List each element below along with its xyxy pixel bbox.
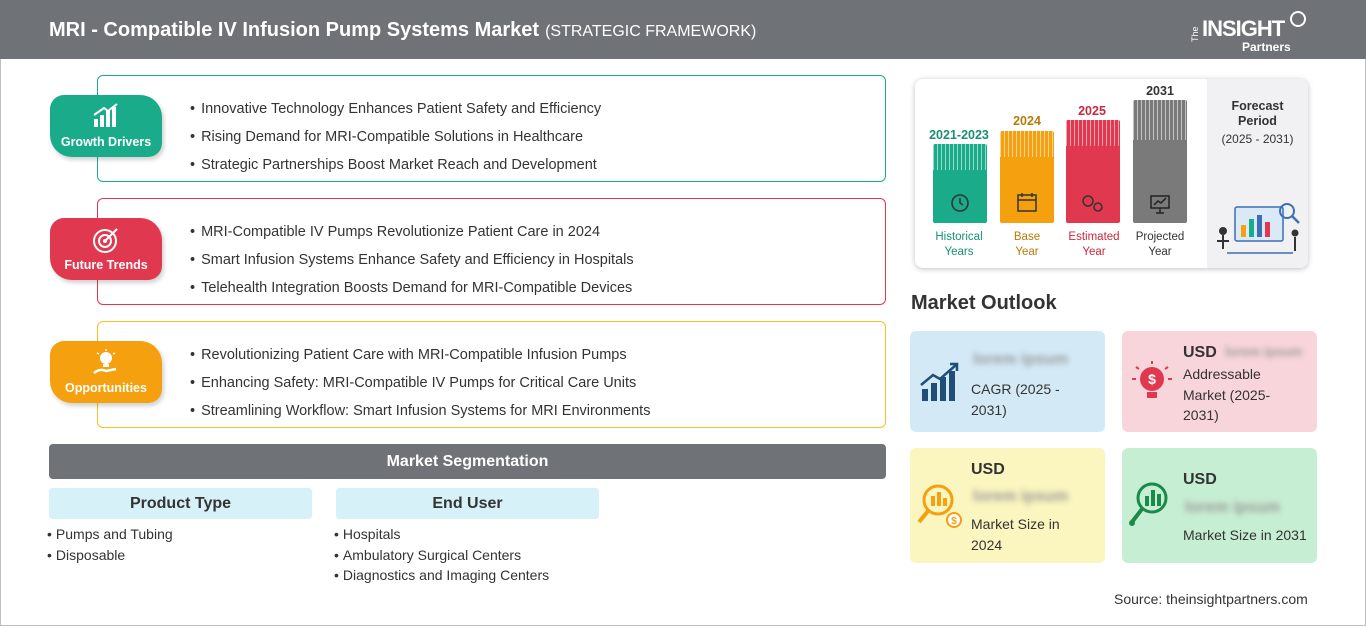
list-item: Streamlining Workflow: Smart Infusion Sy…: [190, 397, 650, 425]
svg-text:$: $: [951, 516, 957, 527]
source-credit: Source: theinsightpartners.com: [1114, 591, 1308, 607]
segment-heading-product-type: Product Type: [49, 488, 312, 519]
forecast-period-label: Period: [1238, 114, 1277, 128]
bar-historical: [933, 144, 987, 223]
market-size-2031-currency: USD: [1183, 471, 1217, 488]
growth-drivers-list: Innovative Technology Enhances Patient S…: [190, 95, 601, 179]
target-icon: [93, 228, 118, 253]
market-size-2024-currency: USD: [971, 461, 1005, 478]
growth-chart-icon: [93, 103, 118, 127]
page-title: MRI - Compatible IV Infusion Pump System…: [49, 19, 757, 41]
opportunities-box: Revolutionizing Patient Care with MRI-Co…: [97, 321, 886, 428]
end-user-list: Hospitals Ambulatory Surgical Centers Di…: [334, 524, 549, 586]
list-item: MRI-Compatible IV Pumps Revolutionize Pa…: [190, 218, 634, 246]
year-label-base: 2024: [1013, 114, 1041, 128]
analytics-illustration-icon: [1217, 203, 1300, 254]
year-label-projected: 2031: [1146, 84, 1174, 98]
future-trends-list: MRI-Compatible IV Pumps Revolutionize Pa…: [190, 218, 634, 302]
list-item: Rising Demand for MRI-Compatible Solutio…: [190, 123, 601, 151]
presentation-icon: [1150, 195, 1170, 214]
list-item: Strategic Partnerships Boost Market Reac…: [190, 151, 601, 179]
lightbulb-hand-icon: [93, 349, 117, 374]
segmentation-title: Market Segmentation: [49, 444, 886, 479]
calendar-icon: [1017, 193, 1037, 212]
list-item: Hospitals: [334, 524, 549, 545]
opportunities-list: Revolutionizing Patient Care with MRI-Co…: [190, 341, 650, 425]
badge-label: Future Trends: [64, 258, 148, 272]
list-item: Smart Infusion Systems Enhance Safety an…: [190, 246, 634, 274]
list-item: Ambulatory Surgical Centers: [334, 545, 549, 566]
bar-growth-icon: [920, 362, 959, 401]
magnifier-chart-icon: [1129, 482, 1168, 526]
magnifier-dollar-icon: $: [917, 484, 962, 528]
market-size-2024-value: lorem ipsum: [973, 488, 1069, 505]
year-label-estimated: 2025: [1078, 104, 1106, 118]
dollar-bulb-icon: $: [1132, 361, 1172, 398]
addressable-market-value: lorem ipsum: [1225, 344, 1303, 359]
bar-base: [1000, 131, 1054, 223]
future-trends-badge: Future Trends: [50, 218, 162, 280]
svg-text:$: $: [1148, 371, 1156, 387]
list-item: Disposable: [47, 545, 173, 566]
bar-estimated: [1066, 120, 1120, 223]
opportunities-badge: Opportunities: [50, 341, 162, 403]
market-size-2031-caption: Market Size in 2031: [1183, 527, 1307, 543]
growth-drivers-badge: Growth Drivers: [50, 95, 162, 157]
addressable-market-currency: USD: [1183, 344, 1217, 361]
cagr-value: lorem ipsum: [973, 351, 1069, 368]
segment-heading-end-user: End User: [336, 488, 599, 519]
list-item: Telehealth Integration Boosts Demand for…: [190, 274, 634, 302]
history-icon: [951, 194, 969, 212]
market-size-2031-value: lorem ipsum: [1185, 499, 1281, 516]
cagr-caption: CAGR (2025 -2031): [971, 381, 1060, 418]
year-label-historical: 2021-2023: [929, 128, 989, 142]
bar-projected: [1133, 100, 1187, 223]
logo-ring-icon: [1290, 11, 1306, 27]
logo-insight: INSIGHT: [1202, 16, 1285, 41]
list-item: Diagnostics and Imaging Centers: [334, 565, 549, 586]
forecast-label: Forecast: [1231, 99, 1284, 113]
header-bar: MRI - Compatible IV Infusion Pump System…: [0, 0, 1366, 59]
gears-icon: [1082, 195, 1103, 212]
market-size-2031-card: USD lorem ipsum Market Size in 2031: [1122, 448, 1317, 563]
forecast-panel: Forecast Period (2025 - 2031): [1207, 79, 1308, 268]
badge-label: Growth Drivers: [60, 135, 152, 149]
cagr-card: lorem ipsum CAGR (2025 -2031): [910, 331, 1105, 432]
future-trends-box: MRI-Compatible IV Pumps Revolutionize Pa…: [97, 198, 886, 305]
forecast-range: (2025 - 2031): [1221, 132, 1294, 146]
list-item: Innovative Technology Enhances Patient S…: [190, 95, 601, 123]
badge-label: Opportunities: [65, 381, 147, 395]
list-item: Revolutionizing Patient Care with MRI-Co…: [190, 341, 650, 369]
page-subtitle: (STRATEGIC FRAMEWORK): [545, 23, 757, 40]
logo-the: The: [1190, 26, 1200, 42]
logo-partners: Partners: [1242, 40, 1291, 54]
company-logo: The INSIGHT Partners: [1190, 8, 1310, 54]
product-type-list: Pumps and Tubing Disposable: [47, 524, 173, 565]
growth-drivers-box: Innovative Technology Enhances Patient S…: [97, 75, 886, 182]
market-outlook-title: Market Outlook: [911, 292, 1057, 314]
list-item: Pumps and Tubing: [47, 524, 173, 545]
list-item: Enhancing Safety: MRI-Compatible IV Pump…: [190, 369, 650, 397]
